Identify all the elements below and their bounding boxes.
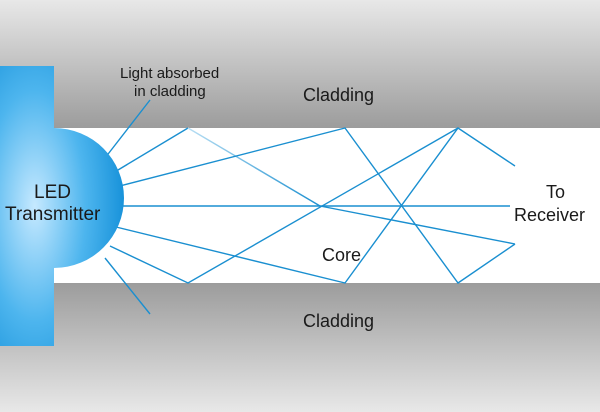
cladding-bottom-label: Cladding [303,311,374,331]
ray-to-top-edge [107,127,189,177]
cladding-bottom-band [0,283,600,412]
ray-steep-1 [109,127,459,284]
led-label-line2: Transmitter [5,204,101,225]
led-transmitter [0,66,124,346]
led-label-line1: LED [34,182,71,203]
ray-bounce-2 [111,127,516,284]
ray-faded-segment [187,127,321,207]
ray-steep-2 [319,205,516,245]
light-rays [104,99,516,315]
cladding-top-label: Cladding [303,85,374,105]
ray-escape-bottom [104,257,151,315]
cladding-top-band [0,0,600,128]
receiver-label-line1: To [546,182,565,202]
ray-escape-top [104,99,151,159]
absorbed-label-line2: in cladding [134,83,206,100]
absorbed-label-line1: Light absorbed [120,65,219,82]
core-label: Core [322,245,361,265]
receiver-label-line2: Receiver [514,205,585,225]
